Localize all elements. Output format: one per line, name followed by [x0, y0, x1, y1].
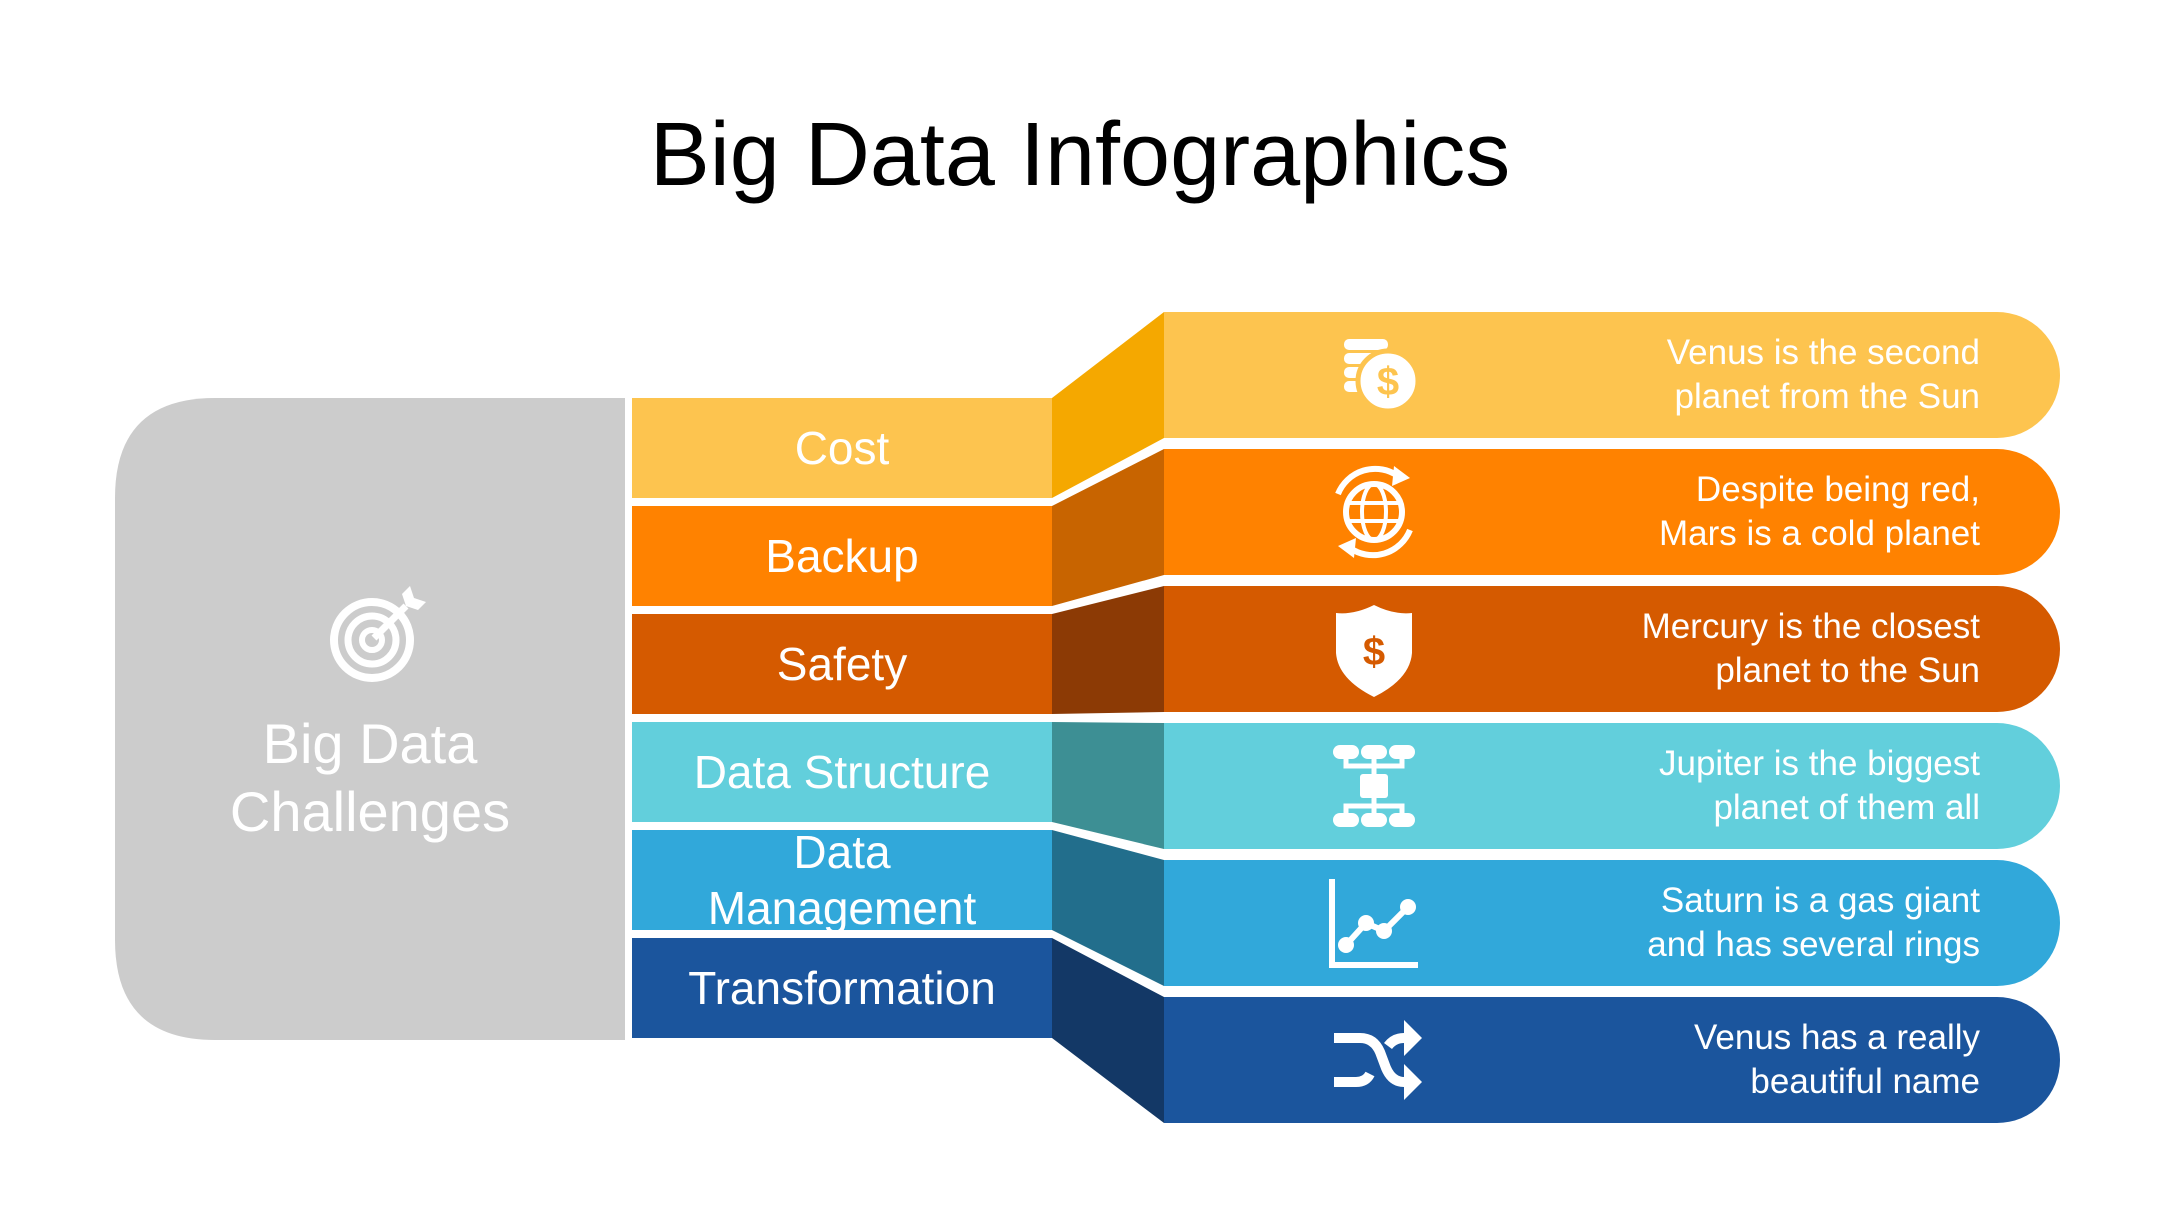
- description-cost: Venus is the second planet from the Sun: [1380, 312, 1980, 438]
- category-label-text: Transformation: [688, 962, 996, 1014]
- category-label-backup: Backup: [632, 506, 1052, 606]
- description-band: [1164, 449, 2060, 575]
- description-data-structure: Jupiter is the biggest planet of them al…: [1380, 723, 1980, 849]
- description-line: Jupiter is the biggest: [1658, 744, 1980, 783]
- connector-face: [1052, 312, 1164, 498]
- description-line: planet of them all: [1713, 788, 1980, 827]
- description-band: [1164, 723, 2060, 849]
- row-group: $: [632, 586, 2060, 714]
- coins-dollar-icon: $: [1344, 339, 1421, 414]
- category-block: [632, 830, 1052, 930]
- category-block: [632, 938, 1052, 1038]
- category-label-data-management: Data Management: [632, 826, 1052, 934]
- description-line: planet from the Sun: [1674, 377, 1980, 416]
- category-block: [632, 722, 1052, 822]
- connector-face: [1052, 830, 1164, 986]
- category-label-text: Cost: [794, 422, 890, 474]
- svg-text:$: $: [1363, 630, 1385, 674]
- description-line: Mercury is the closest: [1641, 607, 1980, 646]
- category-block: [632, 398, 1052, 498]
- connector-face: [1052, 586, 1164, 714]
- row-group: $: [632, 312, 2060, 498]
- category-label-data-structure: Data Structure: [632, 722, 1052, 822]
- hub-title: Big Data Challenges: [115, 710, 625, 846]
- category-label-text: Backup: [765, 530, 919, 582]
- hub-title-line1: Big Data: [262, 712, 478, 775]
- description-band: [1164, 860, 2060, 986]
- description-line: Saturn is a gas giant: [1660, 881, 1980, 920]
- description-line: beautiful name: [1750, 1062, 1980, 1101]
- category-label-transformation: Transformation: [632, 938, 1052, 1038]
- description-line: and has several rings: [1647, 925, 1980, 964]
- description-line: Despite being red,: [1695, 470, 1980, 509]
- line-chart-icon: [1329, 879, 1418, 968]
- hierarchy-icon: [1333, 745, 1415, 827]
- page-title: Big Data Infographics: [649, 105, 1511, 205]
- category-label-cost: Cost: [632, 398, 1052, 498]
- row-group: [632, 938, 2060, 1123]
- description-line: Venus has a really: [1693, 1018, 1980, 1057]
- description-line: Mars is a cold planet: [1659, 514, 1980, 553]
- row-group: [632, 830, 2060, 986]
- shuffle-icon: [1334, 1020, 1422, 1100]
- connector-face: [1052, 722, 1164, 849]
- connector-face: [1052, 449, 1164, 606]
- description-backup: Despite being red, Mars is a cold planet: [1380, 449, 1980, 575]
- description-transformation: Venus has a really beautiful name: [1380, 997, 1980, 1123]
- svg-text:$: $: [1377, 360, 1399, 404]
- category-label-text: Data Management: [707, 826, 977, 934]
- category-label-safety: Safety: [632, 614, 1052, 714]
- description-data-management: Saturn is a gas giant and has several ri…: [1380, 860, 1980, 986]
- category-label-text: Data Structure: [693, 746, 991, 798]
- row-group: [632, 722, 2060, 849]
- shield-dollar-icon: $: [1336, 605, 1412, 697]
- row-group: [632, 449, 2060, 606]
- category-label-text: Safety: [776, 638, 908, 690]
- hub-panel: [115, 398, 625, 1040]
- hub-title-line2: Challenges: [229, 780, 511, 843]
- description-line: planet to the Sun: [1715, 651, 1980, 690]
- description-band: [1164, 997, 2060, 1123]
- description-safety: Mercury is the closest planet to the Sun: [1380, 586, 1980, 712]
- description-line: Venus is the second: [1666, 333, 1980, 372]
- globe-sync-icon: [1335, 465, 1413, 559]
- target-icon: [330, 586, 426, 682]
- category-block: [632, 506, 1052, 606]
- category-block: [632, 614, 1052, 714]
- connector-face: [1052, 938, 1164, 1123]
